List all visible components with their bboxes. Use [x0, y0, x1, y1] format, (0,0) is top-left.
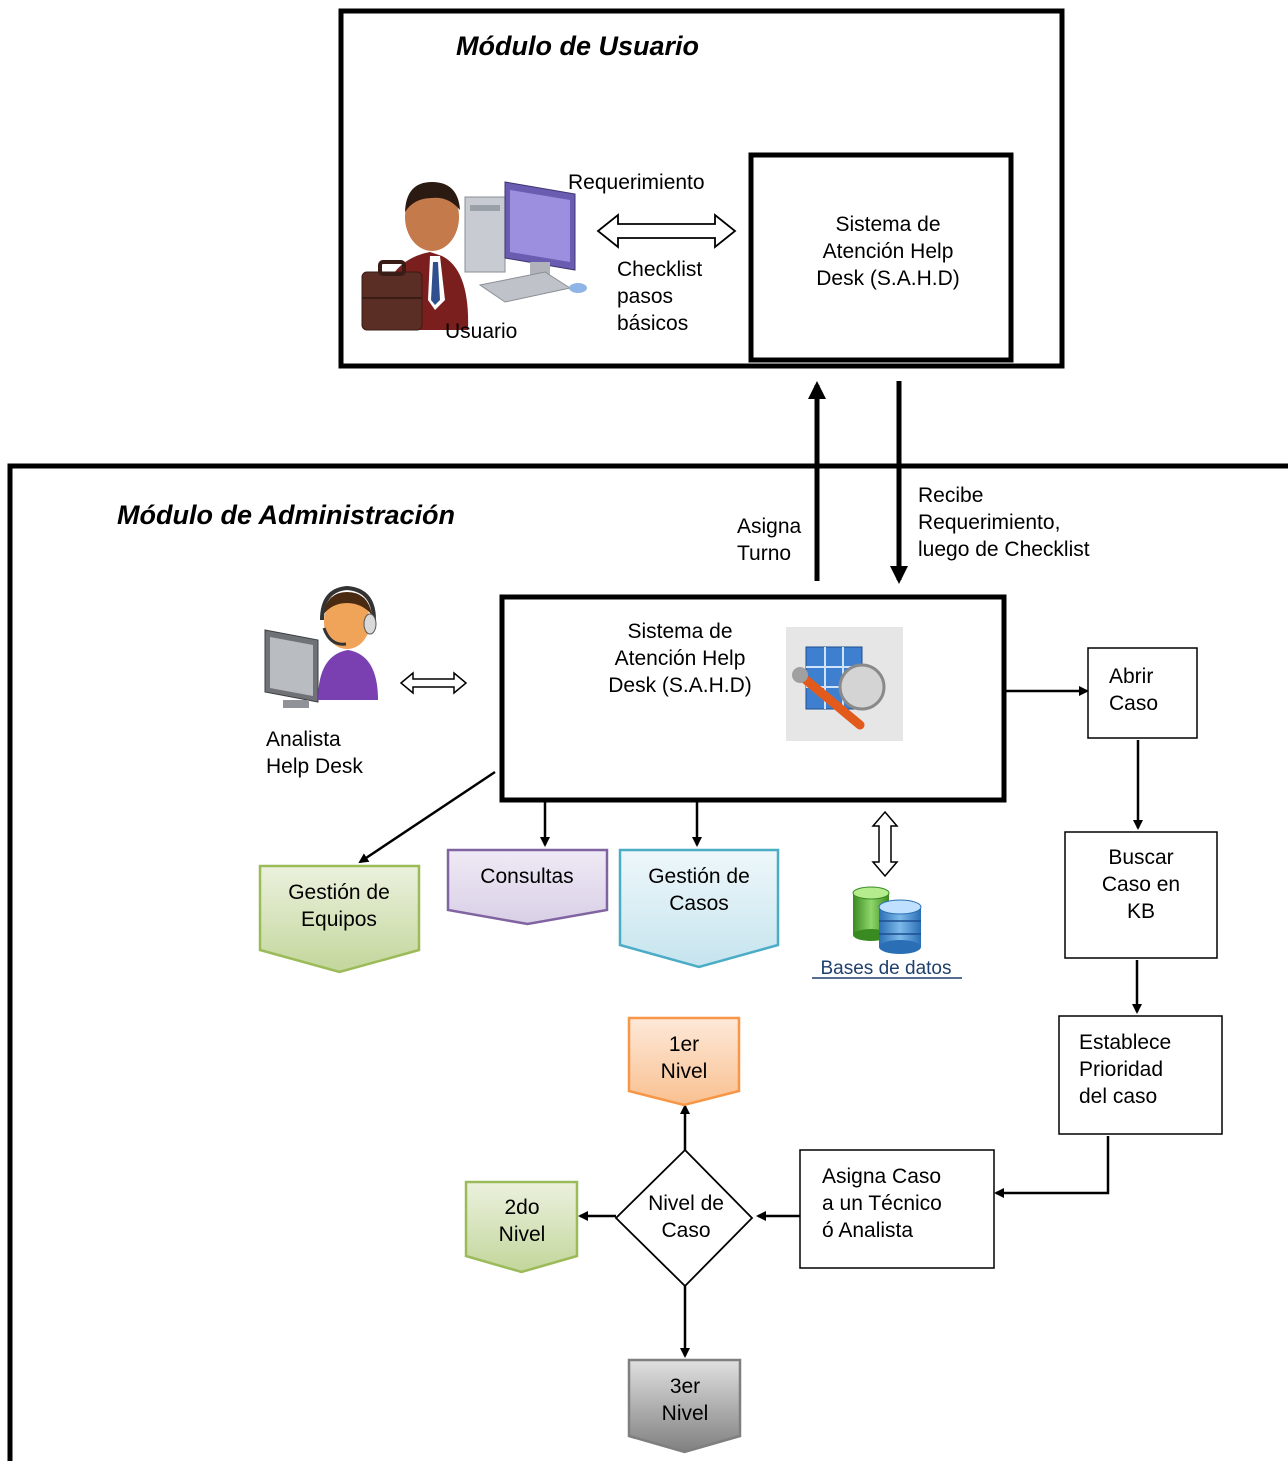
user-module-frame — [338, 8, 1065, 369]
admin-module-title: Módulo de Administración — [117, 500, 455, 530]
nivel2-shape — [464, 1180, 579, 1274]
buscar-caso-box — [1064, 831, 1218, 959]
svg-text:Nivel: Nivel — [662, 1402, 709, 1425]
abrir-caso-label: Abrir Caso — [1109, 665, 1158, 715]
svg-text:Nivel: Nivel — [661, 1060, 708, 1083]
svg-text:Prioridad: Prioridad — [1079, 1058, 1163, 1081]
svg-text:del caso: del caso — [1079, 1085, 1157, 1108]
svg-text:Sistema de: Sistema de — [627, 620, 732, 643]
nivel-caso-diamond — [614, 1148, 754, 1288]
user-sahd-label: Sistema de Atención Help Desk (S.A.H.D) — [816, 213, 960, 290]
to-gestion-equipos-arrow — [358, 770, 496, 864]
svg-text:Sistema de: Sistema de — [835, 213, 940, 236]
establece-prioridad-label: Establece Prioridad del caso — [1079, 1031, 1171, 1108]
svg-text:a un Técnico: a un Técnico — [822, 1192, 942, 1215]
svg-text:Desk (S.A.H.D): Desk (S.A.H.D) — [816, 267, 960, 290]
svg-text:Casos: Casos — [669, 892, 729, 915]
svg-text:Establece: Establece — [1079, 1031, 1171, 1054]
establece-prioridad-box — [1058, 1015, 1223, 1135]
requirement-double-arrow — [596, 213, 737, 249]
database-icon — [852, 886, 922, 954]
consultas-label: Consultas — [480, 865, 573, 888]
analyst-label: Analista Help Desk — [266, 728, 363, 778]
nivel3-shape — [627, 1358, 742, 1454]
svg-text:Gestión de: Gestión de — [648, 865, 750, 888]
analyst-icon — [264, 585, 378, 708]
nivel2-label: 2do Nivel — [499, 1196, 546, 1246]
svg-text:Requerimiento,: Requerimiento, — [918, 511, 1060, 534]
checklist-label: Checklist pasos básicos — [617, 258, 702, 335]
admin-sahd-label: Sistema de Atención Help Desk (S.A.H.D) — [608, 620, 752, 697]
svg-text:Asigna: Asigna — [737, 515, 802, 538]
nivel1-shape — [627, 1016, 741, 1107]
user-label: Usuario — [445, 320, 517, 343]
svg-text:Desk (S.A.H.D): Desk (S.A.H.D) — [608, 674, 752, 697]
admin-sahd-box — [499, 594, 1007, 803]
nivel-caso-label: Nivel de Caso — [648, 1192, 724, 1242]
svg-text:Gestión de: Gestión de — [288, 881, 390, 904]
consultas-shape — [446, 848, 609, 926]
svg-text:Caso en: Caso en — [1102, 873, 1180, 896]
svg-text:1er: 1er — [669, 1033, 699, 1056]
svg-text:luego de Checklist: luego de Checklist — [918, 538, 1090, 561]
svg-text:pasos: pasos — [617, 285, 673, 308]
svg-text:Help Desk: Help Desk — [266, 755, 363, 778]
svg-text:2do: 2do — [504, 1196, 539, 1219]
svg-text:Caso: Caso — [661, 1219, 710, 1242]
buscar-caso-label: Buscar Caso en KB — [1102, 846, 1180, 923]
nivel3-label: 3er Nivel — [662, 1375, 709, 1425]
asigna-turno-label: Asigna Turno — [737, 515, 802, 565]
user-computer-icon — [361, 181, 587, 331]
svg-text:Atención Help: Atención Help — [615, 647, 746, 670]
gestion-equipos-label: Gestión de Equipos — [288, 881, 390, 931]
svg-text:Equipos: Equipos — [301, 908, 377, 931]
svg-text:ó Analista: ó Analista — [822, 1219, 913, 1242]
abrir-caso-box — [1087, 647, 1198, 739]
svg-text:Nivel: Nivel — [499, 1223, 546, 1246]
svg-text:3er: 3er — [670, 1375, 700, 1398]
svg-text:Abrir: Abrir — [1109, 665, 1153, 688]
asigna-caso-box — [799, 1149, 995, 1269]
recibe-label: Recibe Requerimiento, luego de Checklist — [918, 484, 1090, 561]
svg-text:Analista: Analista — [266, 728, 341, 751]
establece-to-asigna-arrow — [994, 1136, 1110, 1198]
svg-text:KB: KB — [1127, 900, 1155, 923]
asigna-caso-label: Asigna Caso a un Técnico ó Analista — [822, 1165, 942, 1242]
svg-text:Nivel de: Nivel de — [648, 1192, 724, 1215]
tools-icon — [786, 627, 903, 741]
gestion-casos-label: Gestión de Casos — [648, 865, 750, 915]
admin-module-frame — [7, 463, 1288, 1461]
svg-text:básicos: básicos — [617, 312, 688, 335]
user-module-title: Módulo de Usuario — [456, 31, 699, 61]
svg-text:Atención Help: Atención Help — [823, 240, 954, 263]
analyst-double-arrow — [399, 671, 468, 695]
svg-text:Recibe: Recibe — [918, 484, 983, 507]
svg-text:Checklist: Checklist — [617, 258, 702, 281]
database-caption: Bases de datos — [821, 958, 952, 979]
gestion-casos-shape — [618, 848, 780, 969]
gestion-equipos-shape — [258, 864, 421, 974]
user-sahd-box — [748, 152, 1014, 363]
svg-text:Caso: Caso — [1109, 692, 1158, 715]
svg-text:Buscar: Buscar — [1108, 846, 1173, 869]
svg-text:Turno: Turno — [737, 542, 791, 565]
svg-text:Asigna Caso: Asigna Caso — [822, 1165, 941, 1188]
requirement-label: Requerimiento — [568, 171, 705, 194]
database-double-arrow — [871, 810, 899, 878]
nivel1-label: 1er Nivel — [661, 1033, 708, 1083]
